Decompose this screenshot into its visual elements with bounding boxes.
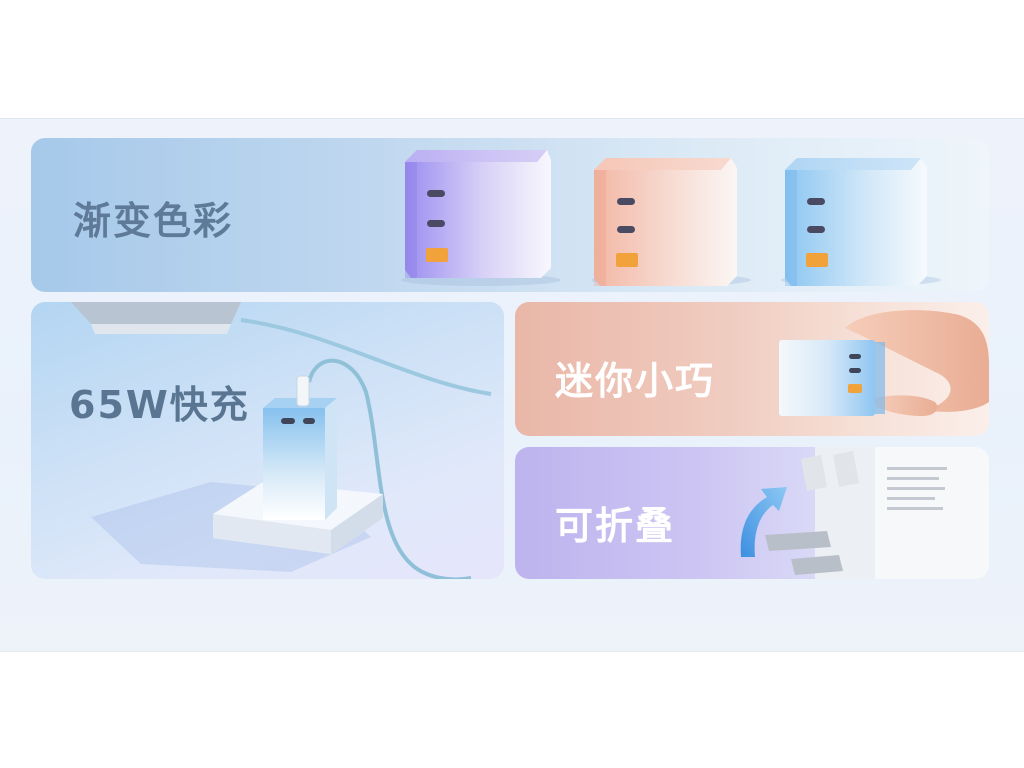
caption-foldable: 可折叠	[555, 504, 676, 548]
panel-fast-charge: 65W快充	[31, 302, 504, 579]
panel-foldable: 可折叠	[515, 447, 989, 579]
plug-pins-icon	[765, 451, 859, 575]
folding-plug-image	[740, 447, 989, 579]
hand-holding-charger-image	[779, 310, 989, 416]
fold-arrow-icon	[740, 487, 787, 557]
charger-blue-standing-icon	[263, 398, 337, 520]
caption-fast-charge: 65W快充	[69, 383, 250, 427]
panel-mini-size: 迷你小巧	[515, 302, 989, 436]
charger-peach-icon	[591, 158, 751, 286]
charger-purple-icon	[401, 150, 561, 286]
charger-with-cable-image	[71, 302, 492, 579]
caption-gradient-colors: 渐变色彩	[73, 199, 234, 243]
cable-icon	[240, 318, 492, 396]
charger-mini-icon	[779, 340, 885, 416]
panel-gradient-colors: 渐变色彩	[31, 138, 989, 292]
laptop-icon	[71, 302, 241, 324]
hand-icon	[845, 310, 989, 416]
caption-mini-size: 迷你小巧	[555, 359, 716, 403]
charger-blue-icon	[781, 158, 941, 286]
charger-lineup-image	[401, 150, 941, 286]
